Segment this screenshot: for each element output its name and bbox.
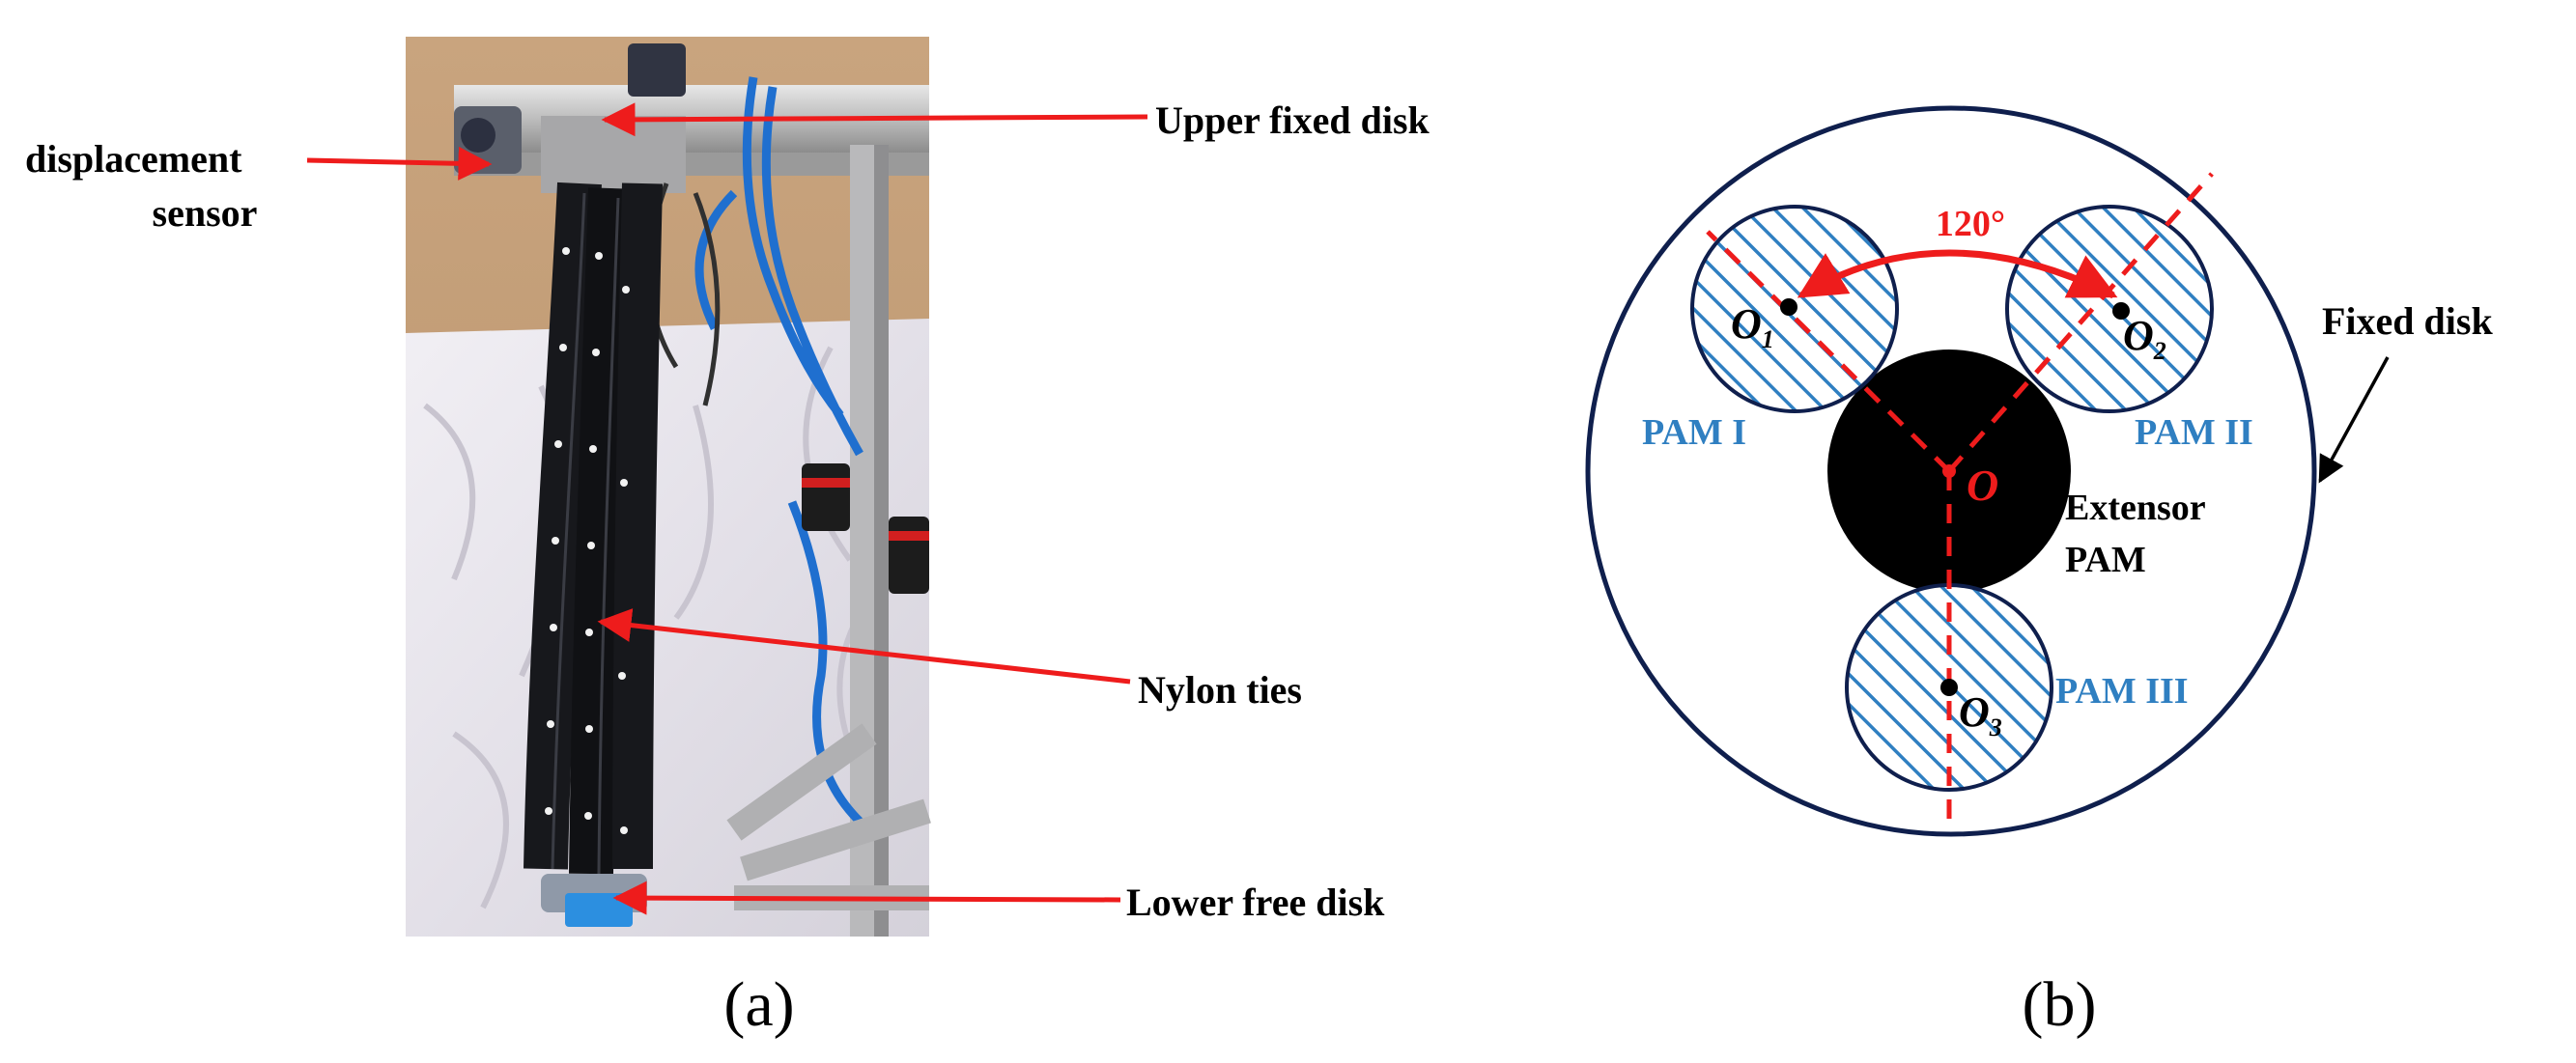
label-pam-2: PAM II <box>2135 412 2253 453</box>
label-fixed-disk: Fixed disk <box>2322 299 2493 343</box>
dash-line-o2 <box>1947 172 2214 473</box>
vertical-post-shade <box>874 145 889 937</box>
point-o3 <box>1940 679 1958 696</box>
regulator-2-ring <box>889 531 929 541</box>
label-pam-3: PAM III <box>2055 671 2189 712</box>
panel-a: displacement sensor Upper fixed disk Nyl… <box>25 37 1430 1040</box>
angle-arc-arrow <box>1797 249 2118 299</box>
robot-photo <box>406 37 931 937</box>
label-o3: O3 <box>1959 688 2002 741</box>
valve-block <box>628 43 686 97</box>
sensor-lens <box>461 118 495 153</box>
panel-b-tag: (b) <box>2023 969 2097 1040</box>
label-o3-main: O <box>1959 688 1990 736</box>
arrow-nylon-ties <box>597 608 1131 685</box>
label-extensor-line2: PAM <box>2065 540 2146 580</box>
regulator-1-ring <box>802 478 850 488</box>
nylon-tie-dots <box>545 247 630 834</box>
regulator-1 <box>802 463 850 531</box>
label-o2-sub: 2 <box>2153 337 2166 365</box>
label-upper-fixed-disk: Upper fixed disk <box>1155 98 1430 142</box>
dash-line-o1 <box>1706 230 1951 473</box>
braided-actuators <box>524 182 663 875</box>
pneumatic-tubes <box>694 76 872 834</box>
label-o1-main: O <box>1731 300 1762 348</box>
label-displacement-line1: displacement <box>25 137 242 181</box>
label-o3-sub: 3 <box>1989 713 2002 741</box>
arrow-upper-fixed-disk <box>601 102 1148 137</box>
angle-label: 120° <box>1936 204 2005 244</box>
label-o: O <box>1967 461 1998 510</box>
arrow-lower-free-disk <box>612 881 1121 915</box>
upper-mount <box>541 116 686 193</box>
arrow-fixed-disk <box>2318 356 2390 484</box>
label-extensor-line1: Extensor <box>2065 488 2206 528</box>
label-o1: O1 <box>1731 300 1774 353</box>
label-o2-main: O <box>2123 312 2154 359</box>
label-displacement-line2: sensor <box>153 191 258 235</box>
point-o2 <box>2112 302 2130 320</box>
pam-2-circle <box>2005 205 2214 413</box>
panel-a-tag: (a) <box>723 969 794 1040</box>
label-nylon-ties: Nylon ties <box>1138 668 1302 712</box>
arrow-displacement-sensor <box>306 146 493 181</box>
point-o1 <box>1780 298 1798 316</box>
label-pam-1: PAM I <box>1642 412 1746 453</box>
regulator-2 <box>889 517 929 594</box>
label-o1-sub: 1 <box>1762 325 1774 353</box>
point-o <box>1942 464 1956 478</box>
label-lower-free-disk: Lower free disk <box>1126 881 1385 924</box>
label-o2: O2 <box>2123 312 2166 365</box>
panel-b: 120° O O1 O2 O3 PAM I PAM II PAM III Ext… <box>1585 105 2493 1040</box>
